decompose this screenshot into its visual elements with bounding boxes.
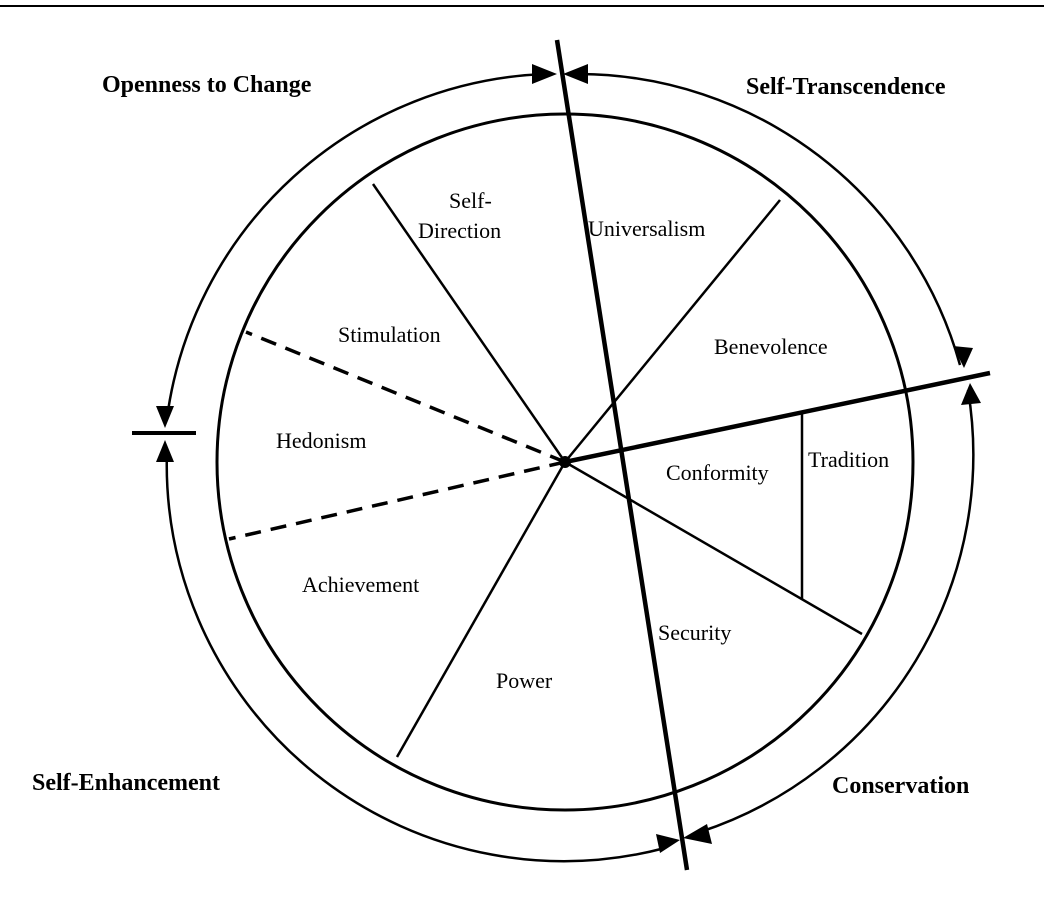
divider-universalism-benevolence (564, 199, 781, 463)
arc-conservation (699, 389, 975, 834)
outer-ring (165, 72, 975, 863)
axis-right (564, 370, 991, 465)
label-benevolence: Benevolence (714, 334, 828, 359)
label-conservation: Conservation (832, 773, 969, 799)
label-power: Power (496, 668, 553, 693)
label-stimulation: Stimulation (338, 322, 441, 347)
label-universalism: Universalism (588, 216, 705, 241)
arc-self-transcendence (579, 72, 962, 366)
divider-achievement-power (395, 461, 567, 758)
arrowhead-left-upper (156, 406, 174, 428)
label-self-transcendence: Self-Transcendence (746, 74, 946, 100)
label-self-direction-line1: Self- (449, 188, 492, 213)
arrowhead-top-right (563, 64, 588, 84)
dimension-axes (554, 39, 991, 871)
dimension-labels: Openness to Change Self-Transcendence Se… (32, 72, 969, 799)
axis-vertical (554, 39, 690, 871)
label-hedonism: Hedonism (276, 428, 366, 453)
sector-dividers (371, 183, 863, 758)
hedonism-dividers (228, 330, 566, 541)
arrowhead-right-lower (961, 383, 981, 405)
arc-self-enhancement (165, 449, 666, 863)
divider-self-direction-stimulation (371, 183, 567, 463)
value-labels: Self- Direction Universalism Benevolence… (276, 188, 889, 693)
arrowheads (156, 64, 981, 853)
label-security: Security (658, 620, 731, 645)
label-self-enhancement: Self-Enhancement (32, 770, 220, 796)
center-point (559, 456, 571, 468)
label-conformity: Conformity (666, 460, 769, 485)
divider-hedonism-achievement (228, 460, 566, 541)
arrowhead-left-lower (156, 440, 174, 462)
arrowhead-bottom-left (656, 834, 680, 853)
label-achievement: Achievement (302, 572, 419, 597)
label-openness-to-change: Openness to Change (102, 72, 312, 98)
arrowhead-top-left (532, 64, 557, 84)
arrowhead-bottom-right (683, 824, 712, 844)
arrowhead-right-upper (953, 346, 973, 368)
inner-circle (215, 112, 915, 812)
arc-openness (165, 72, 546, 419)
label-self-direction-line2: Direction (418, 218, 501, 243)
label-tradition: Tradition (808, 447, 889, 472)
divider-conformity-security (564, 460, 863, 636)
divider-stimulation-hedonism (245, 330, 566, 464)
